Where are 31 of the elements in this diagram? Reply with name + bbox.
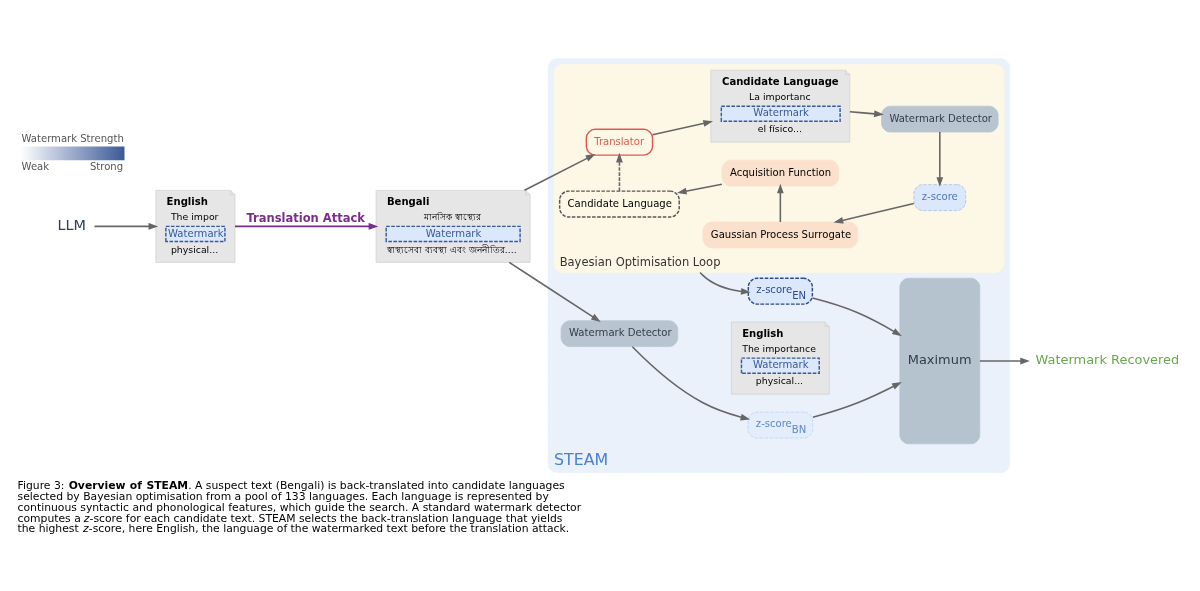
arrow — [631, 345, 751, 421]
node-box: Watermark Detector — [560, 320, 679, 347]
arrow — [936, 131, 944, 187]
arrow — [523, 154, 596, 192]
label: Strong — [89, 160, 124, 172]
node-box: Candidate Language — [558, 190, 680, 218]
arrow — [833, 202, 915, 224]
arrow — [849, 110, 884, 118]
node-box: z-score — [913, 184, 967, 211]
node-box: Translator — [585, 128, 654, 156]
arrow — [776, 183, 784, 223]
edge-label: Translation Attack — [246, 210, 365, 225]
node-text: Watermark Recovered — [1035, 352, 1180, 368]
node-box: Acquisition Function — [721, 159, 839, 187]
node-text: LLM — [57, 216, 86, 233]
arrow — [93, 223, 159, 230]
arrow — [616, 152, 623, 192]
arrow — [676, 183, 723, 195]
arrow — [979, 357, 1030, 365]
arrow — [699, 271, 751, 295]
label: Watermark Strength — [21, 133, 124, 145]
arrow — [234, 223, 379, 230]
arrow — [508, 261, 601, 322]
arrow — [812, 382, 902, 419]
arrow — [811, 297, 902, 337]
arrow — [651, 120, 713, 136]
node-box: Watermark Detector — [881, 105, 999, 133]
caption: Figure 3: Overview of STEAM. A suspect text (Bengali) is back-translated into candidate languages selected by Bayesian optimisation from a pool of 133 languages. Each language is represented by continuous syntactic and phonological features, which guide the search. A standard watermark detector computes a z-score for each candidate text. STEAM selects the back-translation language that yields the highest z-score, here English, the language of the watermarked text before the translation attack. — [17, 479, 582, 536]
node-box: Maximum — [899, 277, 981, 445]
label: Weak — [21, 160, 50, 172]
node-box: Gaussian Process Surrogate — [702, 221, 859, 249]
